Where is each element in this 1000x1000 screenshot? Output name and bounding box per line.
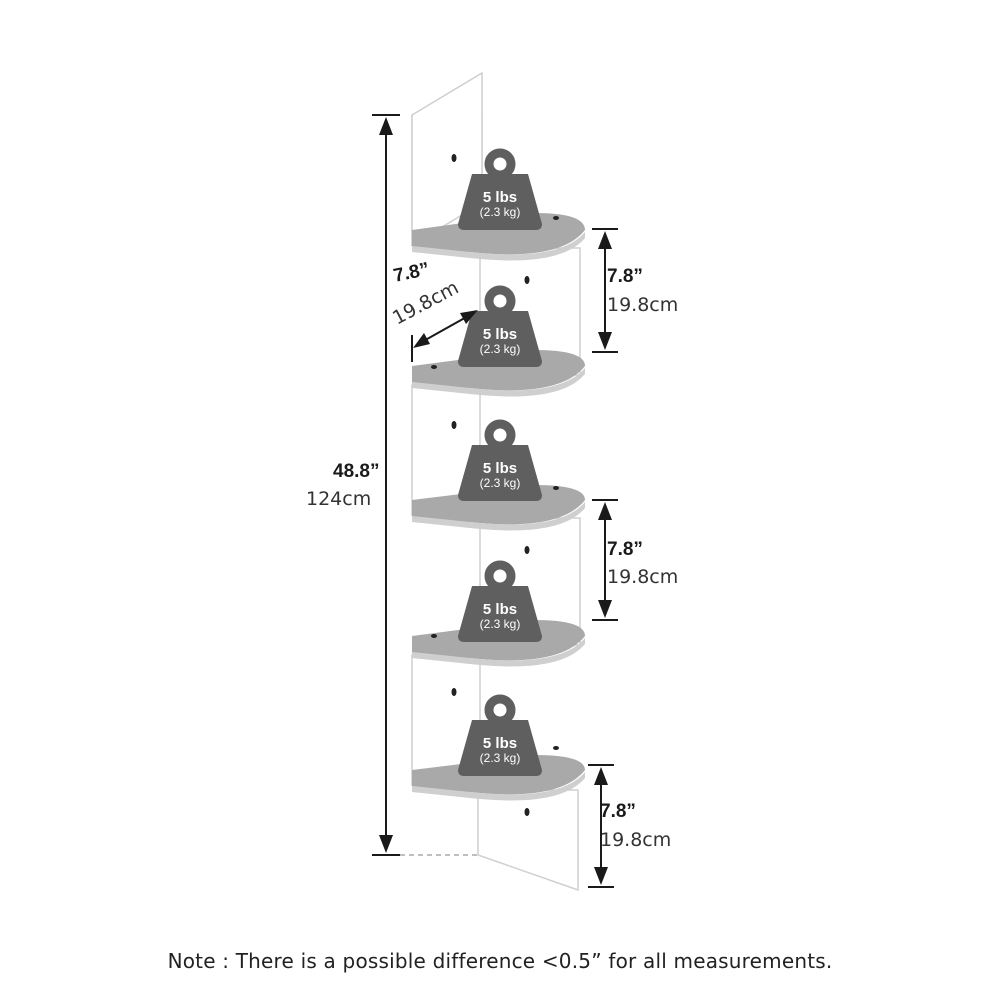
shelf-spacing-in: 7.8” — [600, 801, 636, 822]
shelf-spacing-dimension: 7.8” 19.8cm — [592, 228, 678, 353]
shelf-spacing-in: 7.8” — [607, 539, 643, 560]
weight-icon: 5 lbs (2.3 kg) — [458, 148, 542, 230]
shelf-spacing-cm: 19.8cm — [607, 566, 678, 588]
weight-kg-label: (2.3 kg) — [480, 476, 521, 490]
shelf-spacing-dimension: 7.8” 19.8cm — [592, 499, 678, 621]
weight-icon: 5 lbs (2.3 kg) — [458, 285, 542, 367]
weight-icon: 5 lbs (2.3 kg) — [458, 560, 542, 642]
screw-holes — [431, 154, 559, 816]
shelf-spacing-in: 7.8” — [607, 266, 643, 287]
shelf-depth-in: 7.8” — [392, 259, 432, 287]
shelf-spacing-cm: 19.8cm — [600, 829, 671, 851]
weight-lbs-label: 5 lbs — [483, 326, 517, 343]
weight-kg-label: (2.3 kg) — [480, 751, 521, 765]
weight-lbs-label: 5 lbs — [483, 189, 517, 206]
weight-kg-label: (2.3 kg) — [480, 205, 521, 219]
shelves — [412, 213, 585, 801]
weight-lbs-label: 5 lbs — [483, 460, 517, 477]
shelf-spacing-cm: 19.8cm — [607, 294, 678, 316]
weight-lbs-label: 5 lbs — [483, 735, 517, 752]
weight-kg-label: (2.3 kg) — [480, 617, 521, 631]
weight-icon: 5 lbs (2.3 kg) — [458, 419, 542, 501]
weight-icon: 5 lbs (2.3 kg) — [458, 694, 542, 776]
total-height-in: 48.8” — [333, 461, 379, 482]
weight-kg-label: (2.3 kg) — [480, 342, 521, 356]
weight-icons: 5 lbs (2.3 kg) 5 lbs (2.3 kg) 5 lbs (2.3… — [458, 148, 542, 776]
total-height-cm: 124cm — [306, 488, 371, 510]
shelf — [412, 350, 585, 397]
total-height-dimension: 48.8” 124cm — [306, 114, 478, 856]
shelf-spacing-dimension: 7.8” 19.8cm — [588, 764, 671, 888]
measurement-note: Note : There is a possible difference <0… — [167, 949, 833, 973]
weight-lbs-label: 5 lbs — [483, 601, 517, 618]
